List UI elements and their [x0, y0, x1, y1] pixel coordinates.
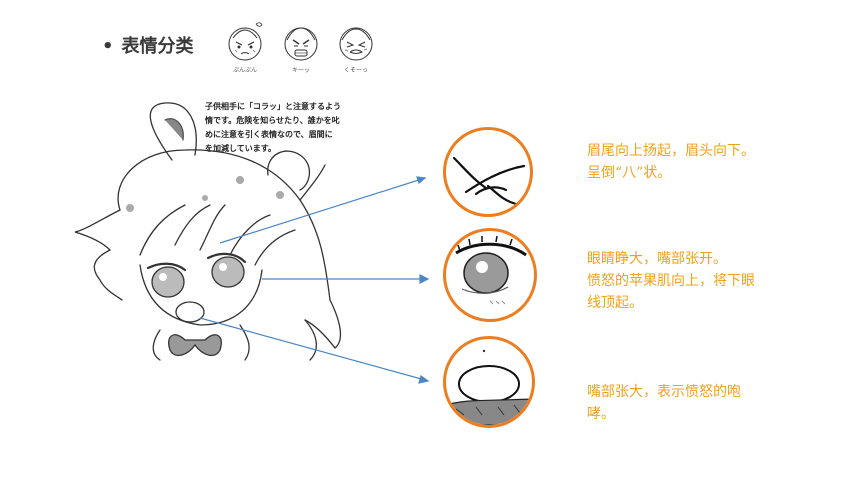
- zoom-circle-eyebrow: [443, 127, 533, 217]
- face-thumbnail-puff: ぷんぷん: [225, 18, 265, 78]
- reference-text-body: 子供相手に「コラッ」と注意するよう 情です。危険を知らせたり、誰かを叱 めに注意…: [205, 102, 341, 153]
- angry-face-shout-icon: [284, 27, 318, 61]
- bullet: •: [102, 36, 114, 57]
- note-mouth: 嘴部张大，表示愤怒的咆 哮。: [587, 381, 837, 425]
- section-heading: • 表情分类: [102, 32, 194, 58]
- face-caption: ぷんぷん: [232, 67, 257, 74]
- note-eyebrow-text: 眉尾向上扬起，眉头向下。 呈倒“八”状。: [587, 143, 755, 181]
- face-caption: くそーっ: [343, 67, 368, 74]
- section-title: 表情分类: [121, 36, 194, 57]
- note-mouth-text: 嘴部张大，表示愤怒的咆 哮。: [587, 384, 741, 422]
- face-thumbnail-frustrated: くそーっ: [336, 18, 376, 78]
- note-eye-text: 眼睛睁大，嘴部张开。 愤怒的苹果肌向上，将下眼 线顶起。: [587, 251, 755, 311]
- eyebrow-closeup: [452, 156, 526, 206]
- reference-text: 子供相手に「コラッ」と注意するよう 情です。危険を知らせたり、誰かを叱 めに注意…: [205, 100, 345, 162]
- face-thumbnail-shout: キーッ: [281, 18, 321, 78]
- note-eyebrow: 眉尾向上扬起，眉头向下。 呈倒“八”状。: [587, 140, 837, 184]
- face-caption: キーッ: [291, 67, 310, 74]
- angry-face-puff-icon: [228, 22, 263, 61]
- note-eye: 眼睛睁大，嘴部张开。 愤怒的苹果肌向上，将下眼 线顶起。: [587, 248, 837, 314]
- zoom-circle-eye: [443, 228, 537, 322]
- mouth-closeup: [446, 349, 532, 425]
- zoom-circle-mouth: [443, 336, 535, 428]
- eye-closeup: [455, 235, 527, 305]
- callout-arrows: [199, 176, 430, 384]
- angry-face-frustrated-icon: [339, 27, 373, 61]
